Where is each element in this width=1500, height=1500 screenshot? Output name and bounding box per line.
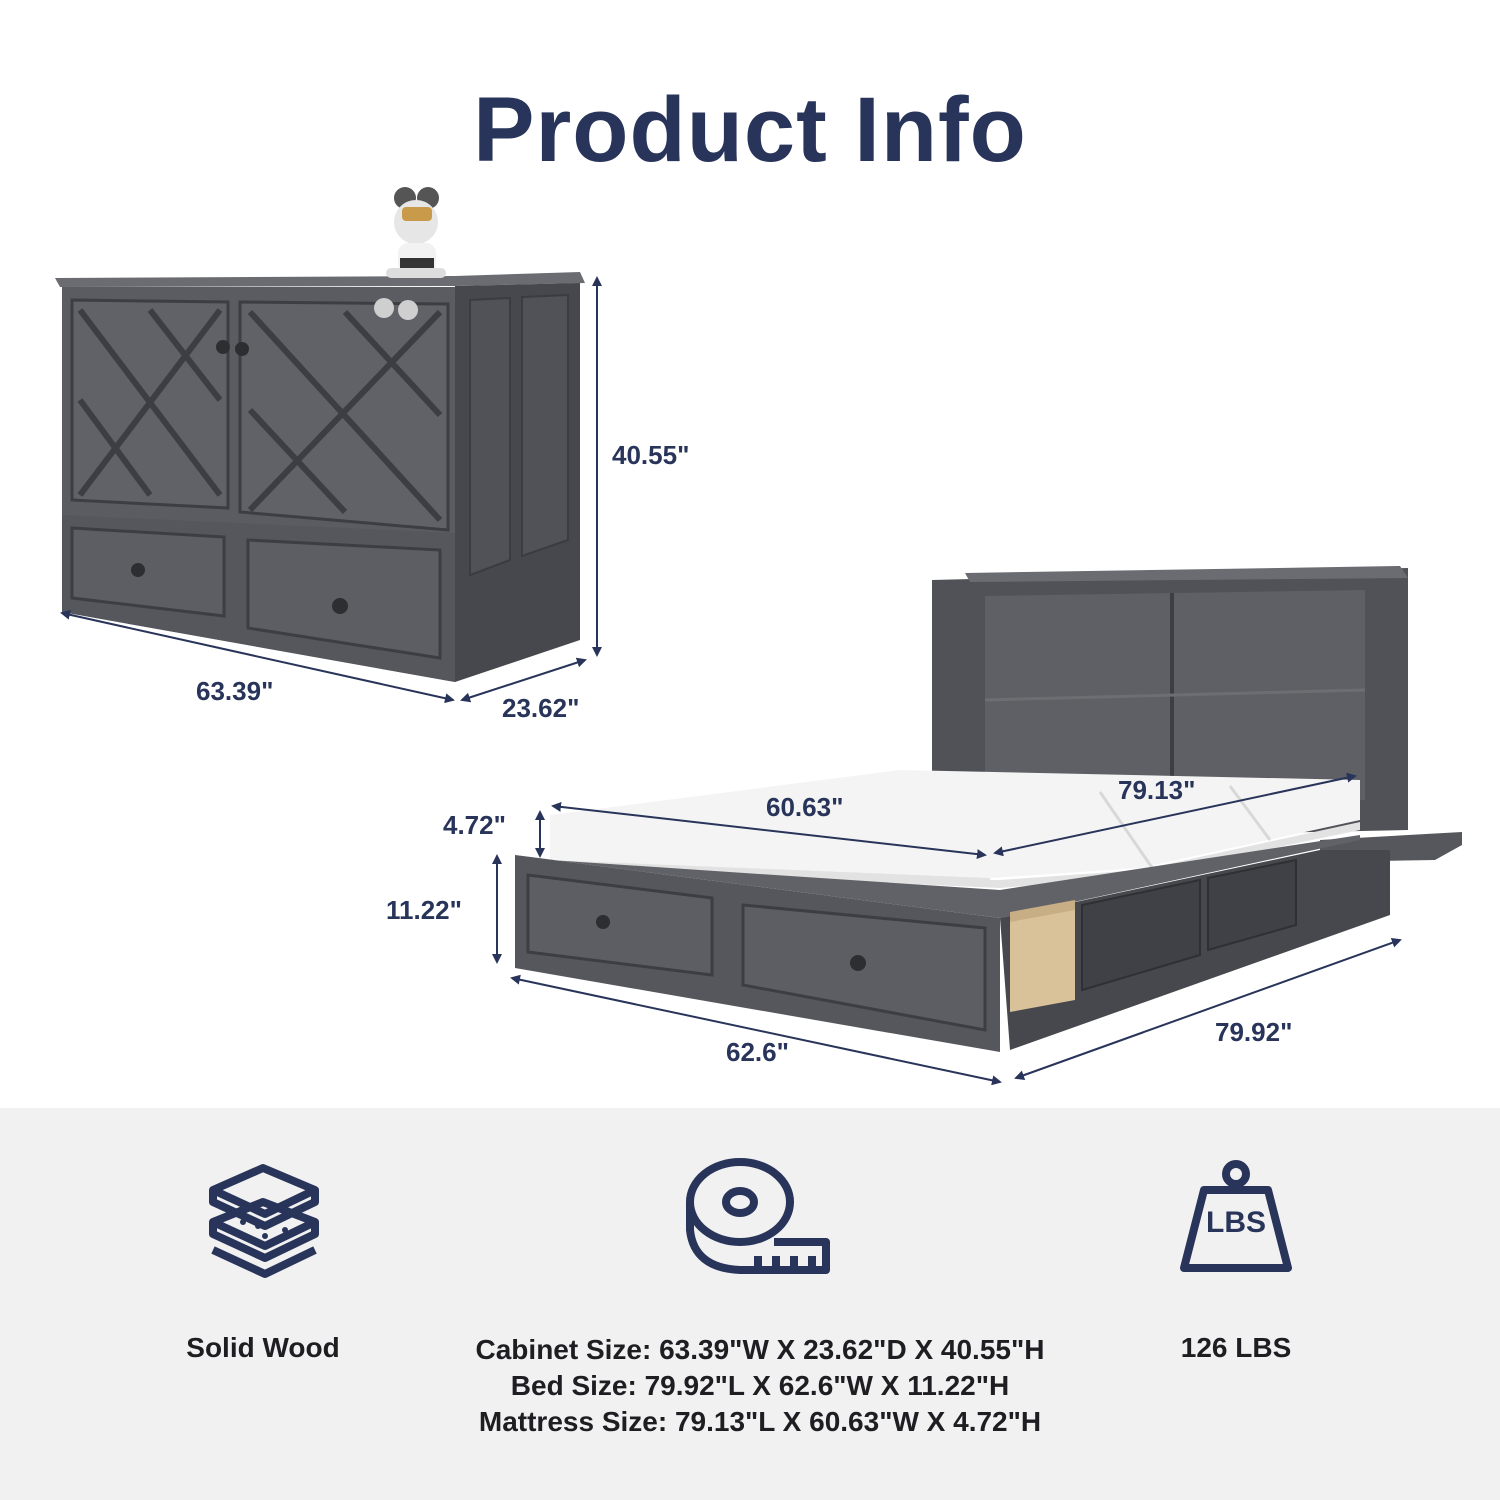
cabinet-depth-label: 23.62": [502, 693, 580, 723]
product-illustration: [55, 187, 1462, 1086]
layers-icon: [209, 1164, 319, 1278]
bed-width-label: 62.6": [726, 1037, 789, 1067]
bed-height-label: 11.22": [386, 895, 462, 925]
figurine-image: [374, 187, 446, 320]
bed-size-text: Bed Size: 79.92"L X 62.6"W X 11.22"H: [510, 1370, 1010, 1401]
weight-badge-text: LBS: [1206, 1206, 1266, 1239]
bed-image: [515, 566, 1462, 1052]
cabinet-height-label: 40.55": [612, 440, 690, 470]
weight-icon: LBS: [1178, 1160, 1294, 1278]
feature-sizes: Cabinet Size: 63.39"W X 23.62"D X 40.55"…: [430, 1332, 1090, 1440]
page-title: Product Info: [473, 79, 1027, 181]
mattress-width-label: 60.63": [766, 792, 844, 822]
cabinet-image: [55, 187, 585, 682]
features-panel: Solid Wood Cabinet Size: 63.39"W X 23.62…: [0, 1108, 1500, 1500]
mattress-length-label: 79.13": [1118, 775, 1196, 805]
cabinet-width-label: 63.39": [196, 676, 274, 706]
feature-solid-wood: Solid Wood: [186, 1332, 340, 1363]
mattress-size-text: Mattress Size: 79.13"L X 60.63"W X 4.72"…: [478, 1406, 1042, 1437]
cabinet-size-text: Cabinet Size: 63.39"W X 23.62"D X 40.55"…: [475, 1334, 1045, 1365]
tape-measure-icon: [686, 1158, 830, 1274]
mattress-height-label: 4.72": [443, 810, 506, 840]
bed-length-label: 79.92": [1215, 1017, 1293, 1047]
feature-weight: 126 LBS: [1180, 1332, 1292, 1363]
